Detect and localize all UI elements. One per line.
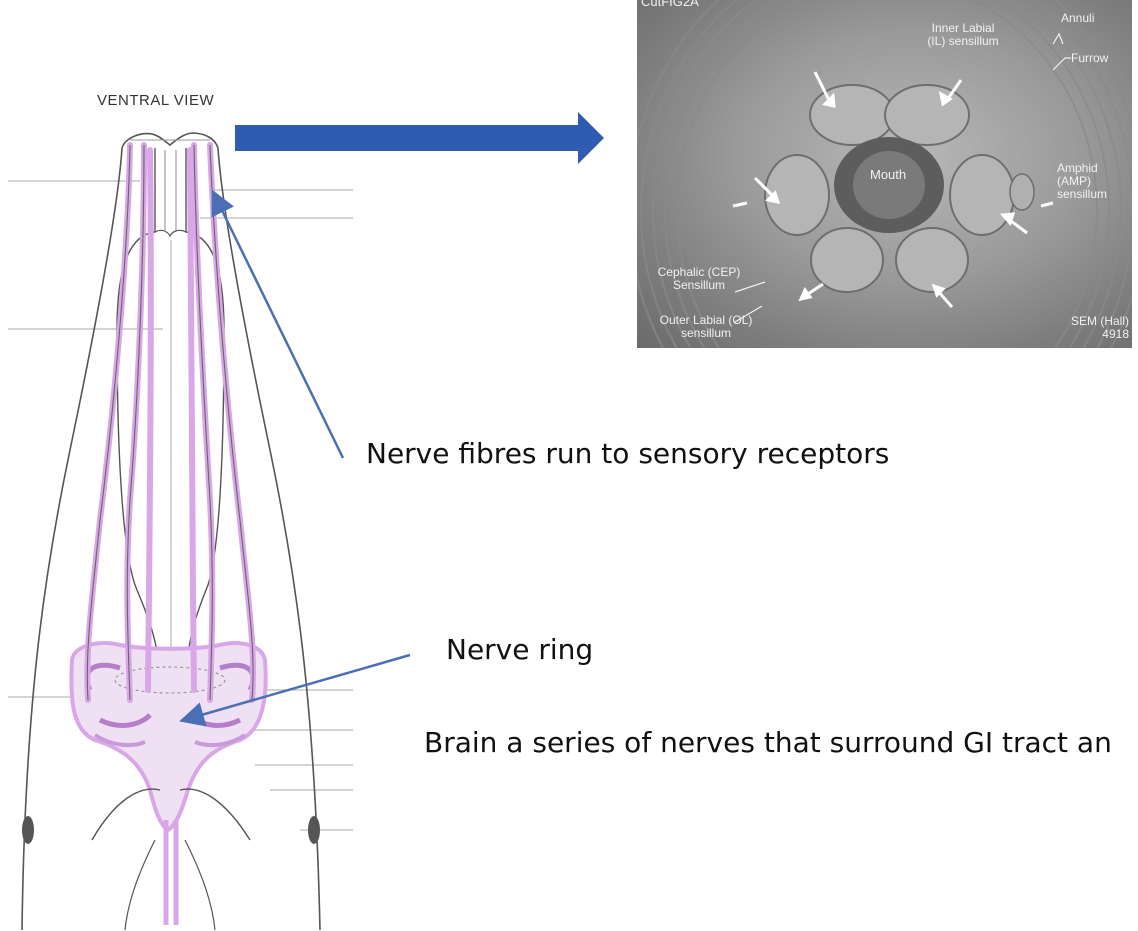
head-cap bbox=[121, 132, 219, 149]
right-pore bbox=[308, 816, 320, 844]
big-arrow bbox=[235, 112, 604, 164]
sem-amphid-label: Amphid (AMP) sensillum bbox=[1057, 161, 1108, 201]
sem-image bbox=[637, 0, 1132, 348]
body-outline bbox=[21, 147, 321, 931]
sem-figure-id: CutFIG2A bbox=[641, 0, 699, 9]
sem-mouth-label: Mouth bbox=[870, 167, 907, 182]
nerve-ring-pointer bbox=[179, 653, 411, 727]
caption-nerve-fibres: Nerve fibres run to sensory receptors bbox=[366, 437, 890, 470]
view-label: VENTRAL VIEW bbox=[97, 92, 215, 109]
sem-annuli-label: Annuli bbox=[1061, 11, 1095, 25]
sem-source-label: SEM (Hall) 4918 bbox=[1070, 314, 1129, 341]
left-pore bbox=[22, 816, 34, 844]
sem-cephalic-label: Cephalic (CEP) Sensillum bbox=[657, 265, 741, 292]
sem-inner-labial-label: Inner Labial (IL) sensillum bbox=[927, 21, 999, 48]
caption-nerve-ring: Nerve ring bbox=[446, 633, 594, 666]
sem-outer-labial-label: Outer Labial (OL) sensillum bbox=[659, 313, 753, 340]
nerve-ring-mass bbox=[69, 641, 268, 833]
sem-micrograph: CutFIG2A Inner Labial (IL) sensillum Ann… bbox=[637, 0, 1132, 348]
sem-furrow-label: Furrow bbox=[1071, 51, 1109, 65]
ventral-nerve-cord bbox=[163, 820, 179, 925]
nerve-fibres-pointer bbox=[211, 189, 345, 459]
caption-brain: Brain a series of nerves that surround G… bbox=[424, 726, 1112, 759]
